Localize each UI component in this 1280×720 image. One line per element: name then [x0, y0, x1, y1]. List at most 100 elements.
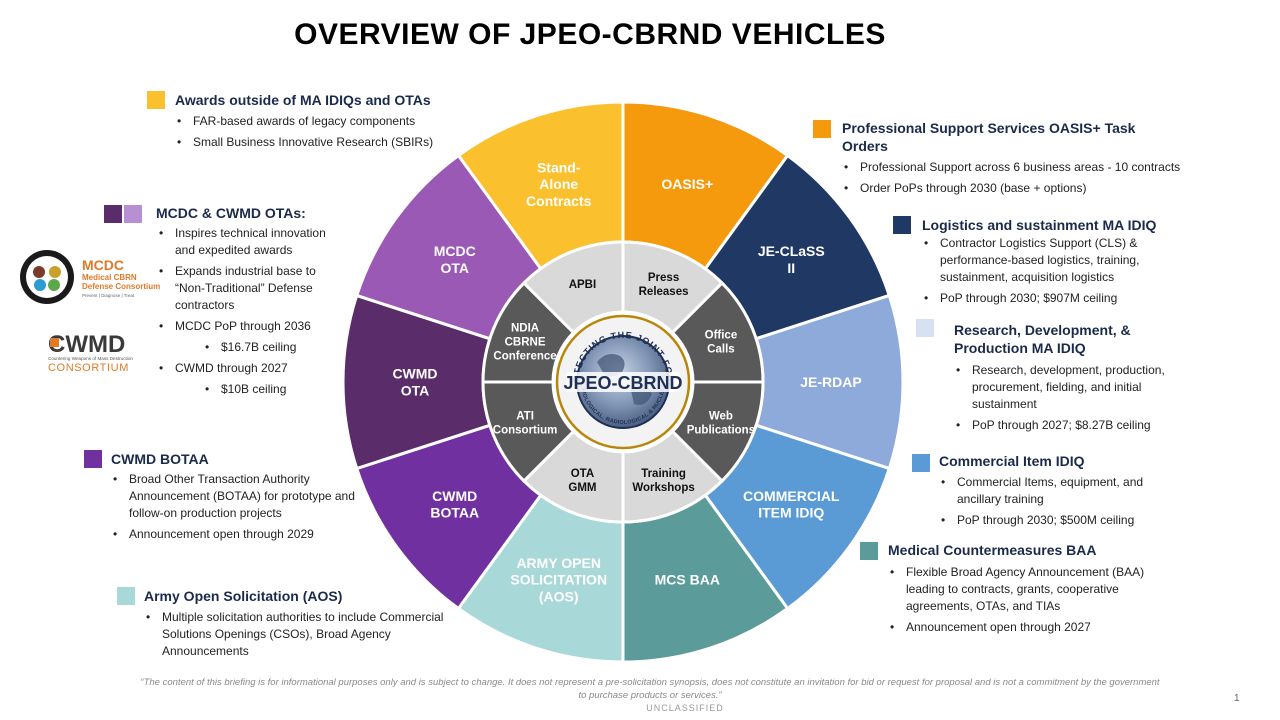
cwmd-logo-name: CWMD	[48, 331, 125, 358]
mcdc-logo-line1: Medical CBRN	[82, 273, 137, 282]
inner-label-line: Calls	[707, 343, 735, 355]
aos-list: Multiple solicitation authorities to inc…	[144, 609, 474, 664]
inner-label-line: Publications	[687, 424, 755, 436]
bullet-item: Professional Support across 6 business a…	[842, 159, 1192, 176]
inner-label-line: Conference	[493, 350, 556, 362]
bullet-item: Inspires technical innovation and expedi…	[157, 225, 347, 259]
inner-label-line: Web	[709, 411, 733, 423]
awards-list: FAR-based awards of legacy componentsSma…	[175, 113, 465, 155]
mcdc-logo-line2: Defense Consortium	[82, 282, 160, 291]
inner-label-line: OTA	[571, 468, 594, 480]
page-number: 1	[1234, 693, 1240, 704]
seal-main-text: JPEO-CBRND	[563, 373, 682, 393]
mcs-list: Flexible Broad Agency Announcement (BAA)…	[888, 564, 1153, 640]
rdp-title: Research, Development, & Production MA I…	[954, 322, 1131, 356]
bullet-item: Multiple solicitation authorities to inc…	[144, 609, 474, 660]
mcdc-swatch-light	[124, 205, 142, 223]
mcdc-swatch-dark	[104, 205, 122, 223]
bullet-item: Commercial Items, equipment, and ancilla…	[939, 474, 1154, 508]
classification-label: UNCLASSIFIED	[646, 703, 724, 713]
botaa-swatch	[84, 450, 102, 468]
oasis-swatch	[813, 120, 831, 138]
outer-label-line: II	[787, 260, 795, 276]
inner-label: OTA GMM	[568, 468, 596, 494]
inner-label-line: Releases	[639, 286, 689, 298]
cwmd-logo-line1: Countering Weapons of Mass Destruction	[48, 356, 133, 361]
bullet-item: MCDC PoP through 2036	[157, 318, 347, 335]
botaa-title: CWMD BOTAA	[111, 451, 209, 467]
aos-swatch	[117, 587, 135, 605]
bullet-item: $16.7B ceiling	[157, 339, 347, 356]
inner-label-line: GMM	[568, 482, 596, 494]
mcdc-logo-tag: Prevent | Diagnose | Treat	[82, 293, 135, 298]
commercial-title: Commercial Item IDIQ	[939, 453, 1085, 469]
bullet-item: Announcement open through 2029	[111, 526, 369, 543]
outer-label-line: (AOS)	[539, 589, 579, 605]
bullet-item: FAR-based awards of legacy components	[175, 113, 465, 130]
inner-label-line: NDIA	[511, 323, 539, 335]
bullet-item: Contractor Logistics Support (CLS) & per…	[922, 235, 1152, 286]
outer-label: JE-RDAP	[800, 374, 861, 390]
outer-label-line: OASIS+	[661, 176, 713, 192]
bullet-item: Broad Other Transaction Authority Announ…	[111, 471, 369, 522]
bullet-item: PoP through 2030; $907M ceiling	[922, 290, 1152, 307]
rdp-swatch	[916, 319, 934, 337]
oasis-title: Professional Support Services OASIS+ Tas…	[842, 120, 1136, 154]
outer-label-line: Contracts	[526, 193, 592, 209]
outer-label-line: MCDC	[434, 243, 476, 259]
outer-label-line: SOLICITATION	[510, 572, 607, 588]
outer-label-line: JE-RDAP	[800, 374, 861, 390]
outer-label-line: JE-CLaSS	[758, 243, 825, 259]
logistics-list: Contractor Logistics Support (CLS) & per…	[922, 235, 1152, 311]
inner-label-line: Workshops	[632, 482, 694, 494]
outer-label: OASIS+	[661, 176, 713, 192]
mcdc-title: MCDC & CWMD OTAs:	[156, 205, 306, 221]
inner-label-line: CBRNE	[505, 336, 546, 348]
awards-title: Awards outside of MA IDIQs and OTAs	[175, 92, 431, 108]
logistics-swatch	[893, 216, 911, 234]
rdp-list: Research, development, production, procu…	[954, 362, 1174, 438]
commercial-swatch	[912, 454, 930, 472]
inner-label-line: APBI	[569, 279, 596, 291]
bullet-item: CWMD through 2027	[157, 360, 347, 377]
mcs-title: Medical Countermeasures BAA	[888, 542, 1097, 558]
inner-label-line: Training	[641, 468, 686, 480]
outer-label: MCS BAA	[655, 572, 720, 588]
commercial-list: Commercial Items, equipment, and ancilla…	[939, 474, 1154, 533]
bullet-item: PoP through 2030; $500M ceiling	[939, 512, 1154, 529]
botaa-list: Broad Other Transaction Authority Announ…	[111, 471, 369, 547]
cwmd-logo: CWMD Countering Weapons of Mass Destruct…	[48, 331, 133, 374]
disclaimer: “The content of this briefing is for inf…	[140, 677, 1160, 701]
mcs-swatch	[860, 542, 878, 560]
inner-label-line: ATI	[516, 411, 534, 423]
outer-label-line: Alone	[539, 176, 578, 192]
bullet-item: $10B ceiling	[157, 381, 347, 398]
outer-label-line: BOTAA	[430, 505, 479, 521]
page-title: OVERVIEW OF JPEO-CBRND VEHICLES	[294, 18, 886, 51]
bullet-item: Small Business Innovative Research (SBIR…	[175, 134, 465, 151]
outer-label-line: CWMD	[432, 488, 477, 504]
bullet-item: Announcement open through 2027	[888, 619, 1153, 636]
aos-title: Army Open Solicitation (AOS)	[144, 588, 343, 604]
mcdc-logo: MCDC Medical CBRN Defense Consortium Pre…	[20, 250, 160, 304]
awards-swatch	[147, 91, 165, 109]
mcdc-list: Inspires technical innovation and expedi…	[157, 225, 347, 402]
inner-label-line: Consortium	[493, 424, 558, 436]
outer-label-line: COMMERCIAL	[743, 488, 840, 504]
inner-label-line: Press	[648, 272, 679, 284]
bullet-item: Expands industrial base to “Non-Traditio…	[157, 263, 347, 314]
cwmd-logo-line2: CONSORTIUM	[48, 362, 129, 374]
